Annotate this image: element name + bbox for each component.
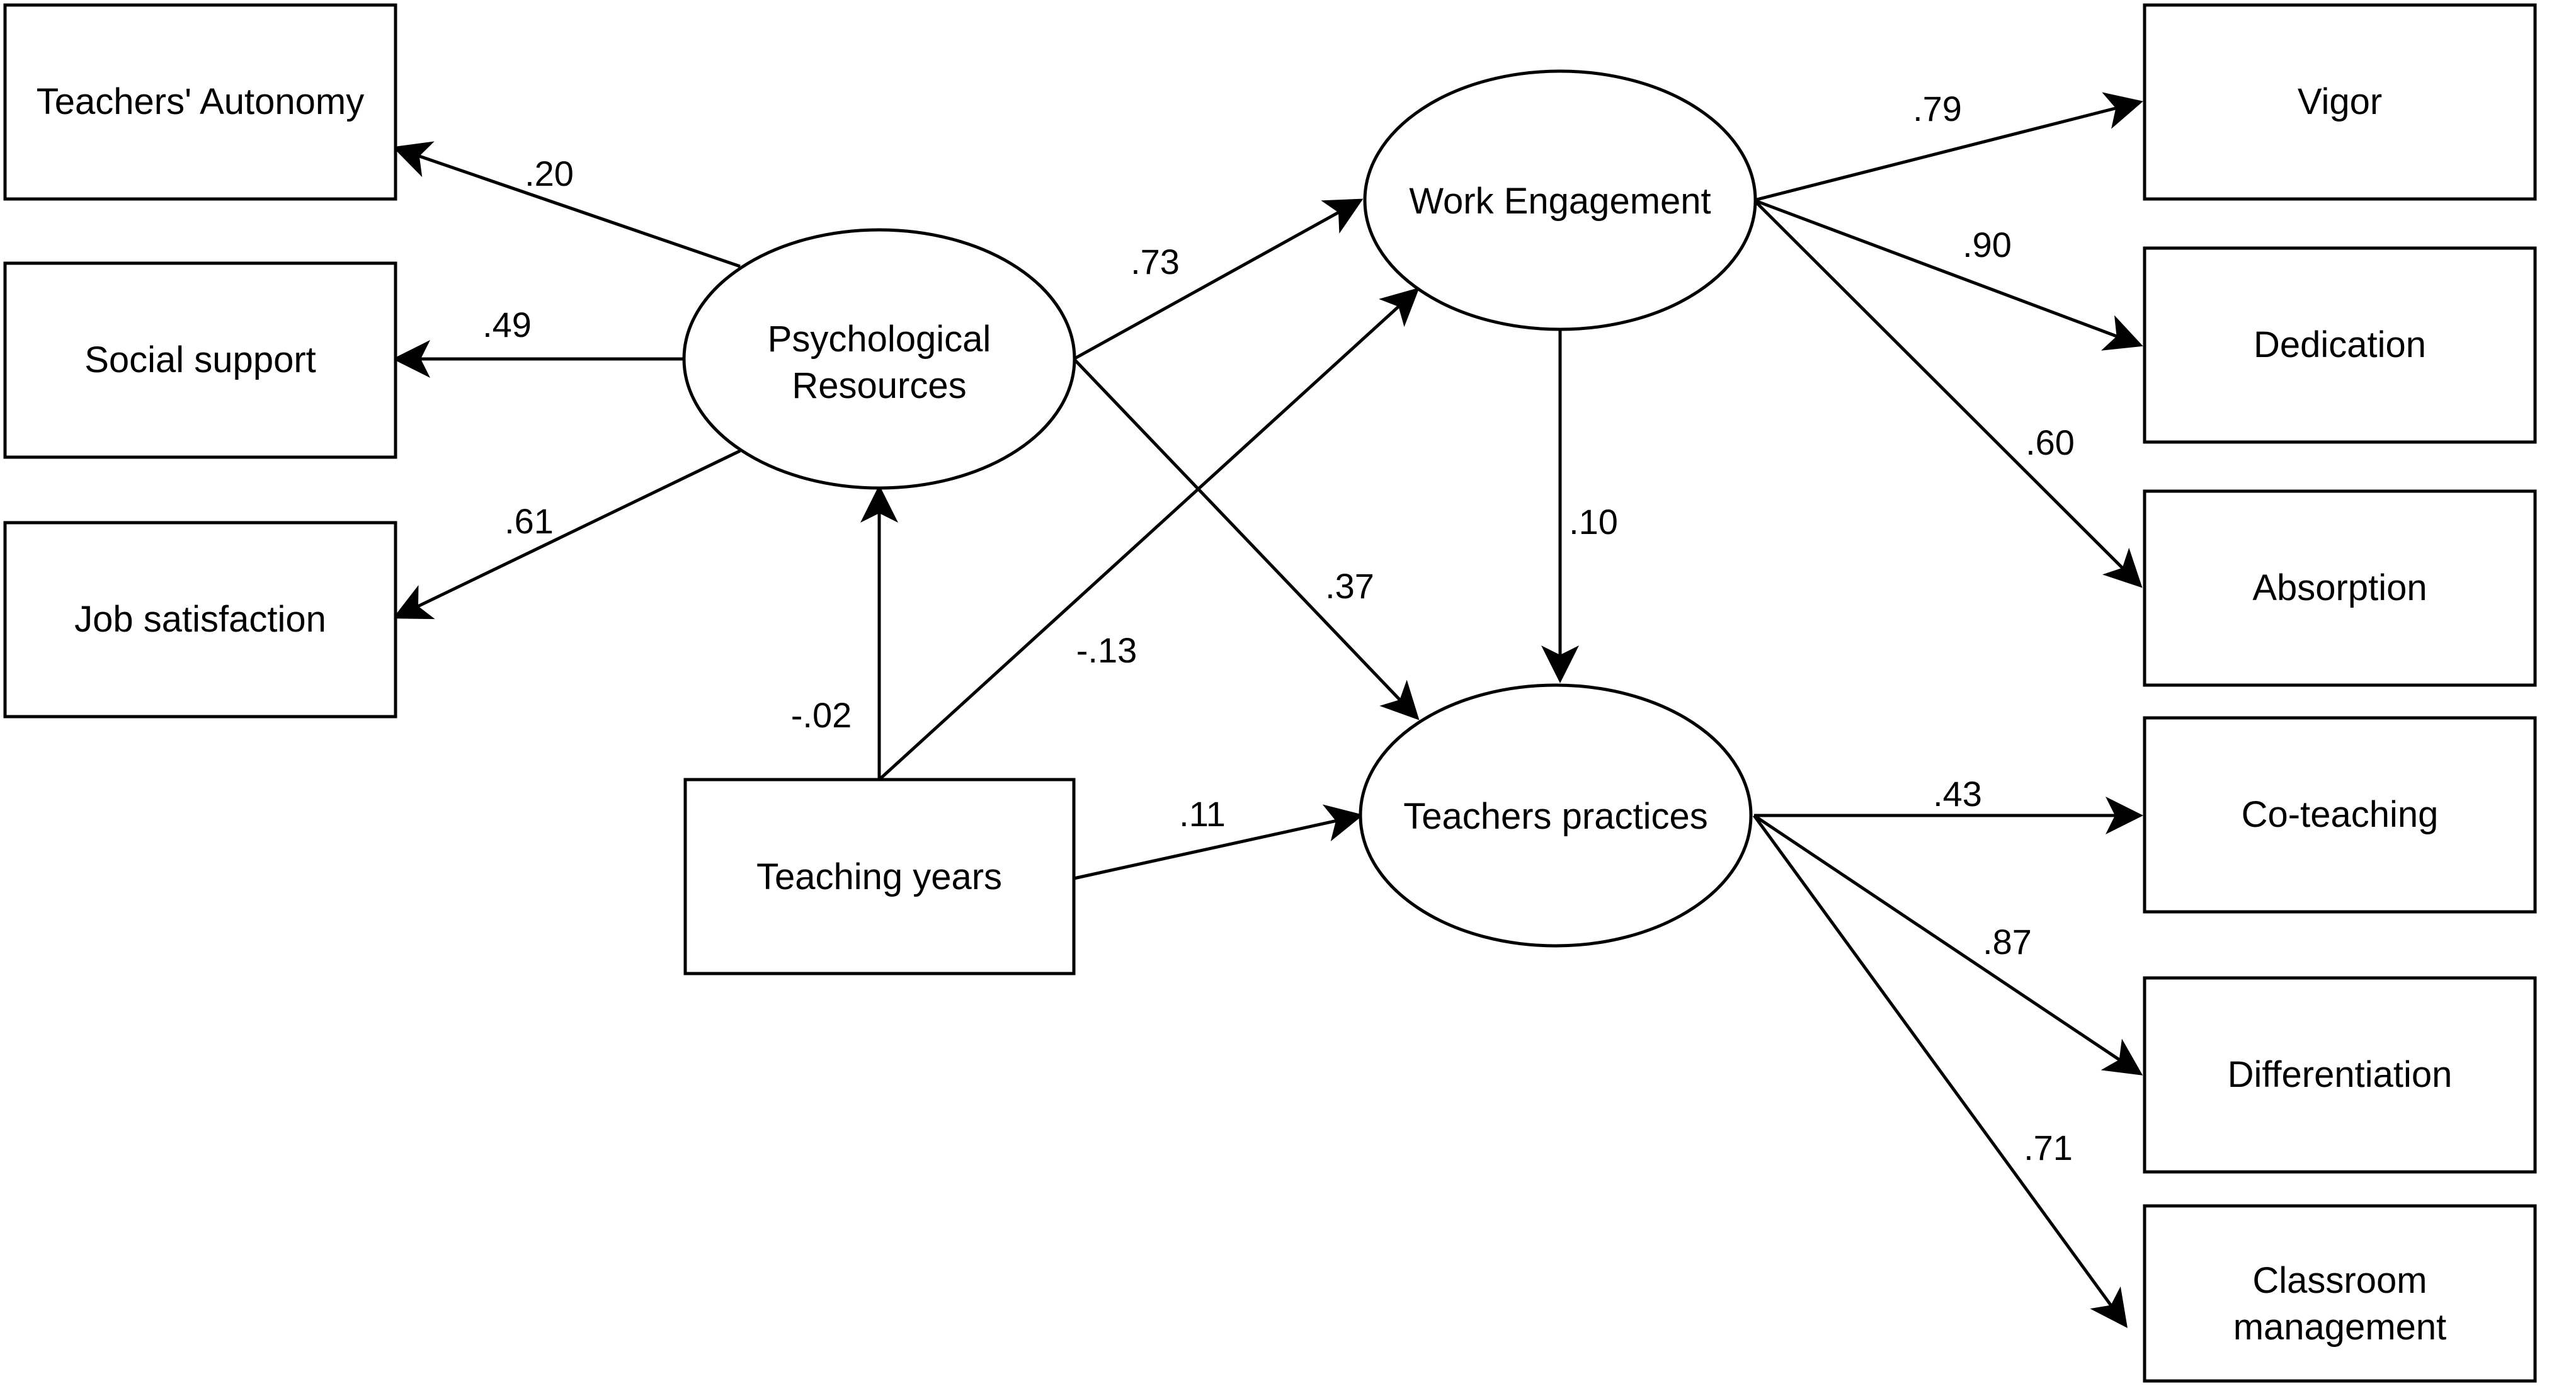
node-label: Teaching years [756,856,1002,897]
coef-tp-to-classroom: .71 [2024,1128,2073,1167]
node-label-line2: management [2233,1307,2447,1348]
coef-tp-to-differentiation: .87 [1983,922,2032,962]
arrow-pr-to-autonomy [392,141,741,268]
arrow-tp-to-differentiation [1753,814,2143,1076]
arrow-ty-to-we [878,287,1420,781]
coefficients: .20 .49 .61 .73 .37 -.13 -.02 .11 .10 .7… [482,89,2075,1167]
coef-ty-to-pr: -.02 [791,695,852,735]
coef-we-to-tp: .10 [1569,502,1618,542]
coef-we-to-dedication: .90 [1963,225,2012,264]
node-label-line1: Psychological [768,319,991,360]
node-label: Absorption [2252,567,2427,608]
node-job-satisfaction: Job satisfaction [3,521,397,719]
arrow-ty-to-tp [1073,804,1364,880]
node-differentiation: Differentiation [2143,976,2537,1174]
edges [392,92,2143,1329]
arrow-pr-to-tp [1073,358,1420,720]
node-label: Teachers practices [1403,796,1708,837]
coef-pr-to-social: .49 [482,305,532,344]
node-dedication: Dedication [2143,246,2537,444]
node-label-line1: Classroom [2252,1260,2427,1301]
node-classroom-management: Classroom management [2143,1204,2537,1383]
node-co-teaching: Co-teaching [2143,716,2537,914]
coef-tp-to-coteaching: .43 [1933,774,1982,814]
node-label: Dedication [2254,324,2426,365]
arrow-we-to-absorption [1753,199,2143,588]
arrow-we-to-dedication [1753,198,2143,351]
coef-we-to-vigor: .79 [1913,89,1962,128]
node-vigor: Vigor [2143,3,2537,201]
node-label: Vigor [2298,81,2382,122]
coef-pr-to-autonomy: .20 [525,154,574,193]
node-social-support: Social support [3,261,397,459]
node-label: Teachers' Autonomy [37,81,364,122]
arrow-pr-to-jobsat [392,449,741,620]
node-label: Social support [84,339,316,380]
coef-we-to-absorption: .60 [2026,423,2075,462]
coef-ty-to-tp: .11 [1179,794,1226,834]
node-label: Co-teaching [2242,794,2439,835]
node-label: Work Engagement [1409,181,1711,222]
node-label-line2: Resources [792,365,966,406]
coef-pr-to-jobsat: .61 [504,501,554,541]
node-absorption: Absorption [2143,489,2537,687]
coef-ty-to-we: -.13 [1076,630,1137,670]
node-teaching-years: Teaching years [683,778,1076,975]
node-teachers-autonomy: Teachers' Autonomy [3,3,397,201]
node-work-engagement: Work Engagement [1363,69,1757,331]
node-label: Job satisfaction [74,599,326,640]
node-psychological-resources: Psychological Resources [682,228,1076,490]
arrow-pr-to-we [1073,198,1364,361]
arrow-we-to-vigor [1753,92,2143,202]
coef-pr-to-we: .73 [1131,242,1180,281]
node-label: Differentiation [2228,1054,2453,1095]
arrow-tp-to-classroom [1752,814,2128,1329]
node-teachers-practices: Teachers practices [1359,683,1753,948]
coef-pr-to-tp: .37 [1325,566,1374,606]
